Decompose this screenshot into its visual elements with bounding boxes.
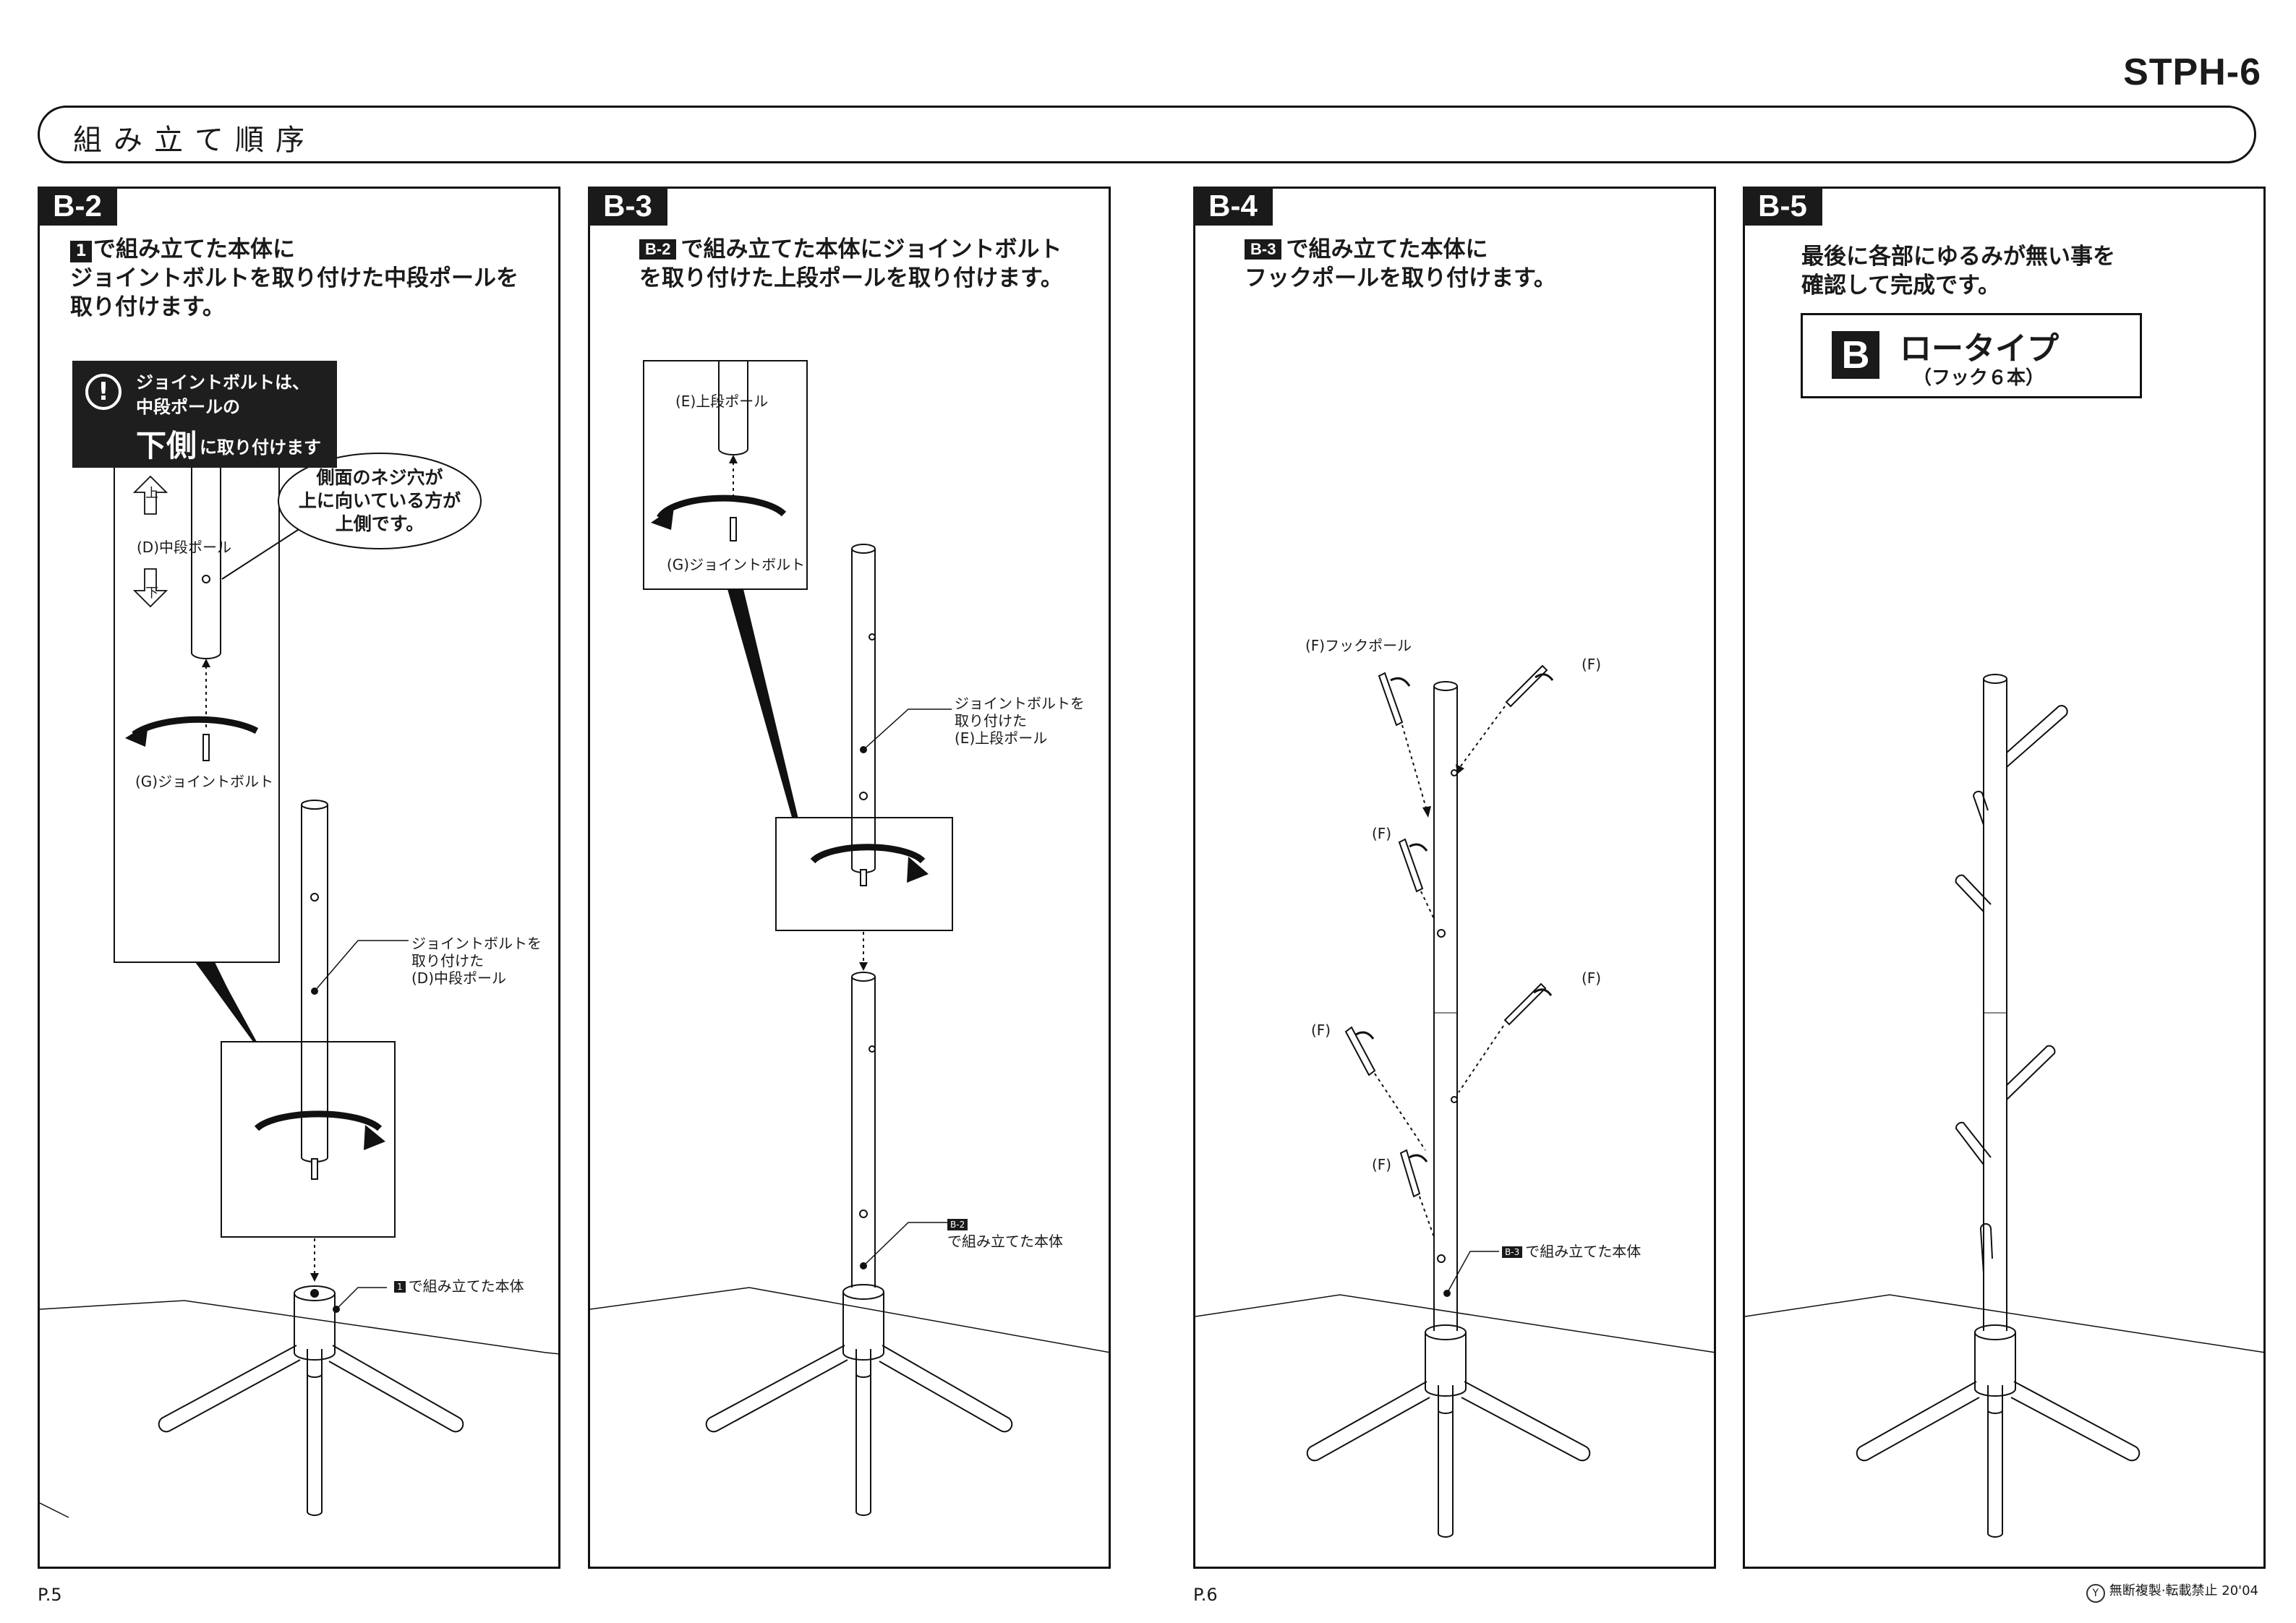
step-ref-badge: 1 <box>70 241 92 262</box>
hook-marker: (F) <box>1311 1022 1331 1039</box>
up-glyph: 上 <box>145 486 158 501</box>
section-title: 組み立て順序 <box>73 124 316 157</box>
hook-marker: (F) <box>1582 656 1602 673</box>
step-instruction: 最後に各部にゆるみが無い事を 確認して完成です。 <box>1801 244 2115 299</box>
section-title-bar: 組み立て順序 <box>38 106 2256 163</box>
type-name: ロータイプ <box>1900 330 2059 367</box>
step-label: B-3 <box>588 187 667 226</box>
b4-illustration <box>1195 664 1717 1538</box>
step-label: B-4 <box>1193 187 1273 226</box>
copyright-mark-icon: Y <box>2086 1584 2105 1603</box>
callout-d: ジョイントボルトを 取り付けた (D)中段ポール <box>411 935 542 987</box>
model-number: STPH-6 <box>2123 51 2261 93</box>
hook-marker: (F) <box>1372 825 1392 842</box>
type-box: B ロータイプ （フック６本） <box>1801 313 2142 398</box>
type-sub: （フック６本） <box>1913 367 2045 389</box>
step-label: B-5 <box>1743 187 1822 226</box>
step-ref-badge: B-2 <box>639 239 677 260</box>
step-label: B-2 <box>38 187 117 226</box>
b5-illustration <box>1745 674 2266 1538</box>
step-panel-b5: B-5 最後に各部にゆるみが無い事を 確認して完成です。 B ロータイプ （フッ… <box>1743 187 2266 1569</box>
step-ref-badge: B-3 <box>1245 239 1282 260</box>
hook-marker: (F) <box>1582 969 1602 987</box>
part-label-d: (D)中段ポール <box>137 539 232 556</box>
warning-note: ! ジョイントボルトは、 中段ポールの 下側 に取り付けます <box>72 361 337 468</box>
down-glyph: 下 <box>145 586 158 601</box>
part-label-g: (G)ジョイントボルト <box>667 556 806 573</box>
base-callout: B-2 で組み立てた本体 <box>947 1219 1063 1250</box>
b2-illustration <box>40 453 561 1518</box>
speech-bubble: 側面のネジ穴が 上に向いている方が 上側です。 <box>298 467 461 534</box>
callout-e: ジョイントボルトを 取り付けた (E)上段ポール <box>955 695 1085 747</box>
part-label-g: (G)ジョイントボルト <box>135 773 274 790</box>
warning-icon: ! <box>85 374 121 410</box>
page-number-right: P.6 <box>1193 1585 1218 1605</box>
type-letter: B <box>1832 331 1879 379</box>
part-label-e: (E)上段ポール <box>675 393 769 410</box>
b3-illustration <box>590 360 1111 1516</box>
part-label-f: (F)フックポール <box>1305 637 1412 654</box>
hook-marker: (F) <box>1372 1156 1392 1173</box>
page-number-left: P.5 <box>38 1585 62 1605</box>
